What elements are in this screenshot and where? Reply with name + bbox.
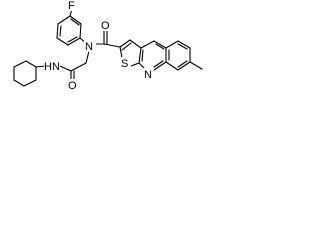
fluorine-label: F: [68, 0, 75, 12]
glycinamide-chain: [59, 62, 87, 81]
atom-labels: F N O O HN S N: [44, 0, 154, 92]
sulfur-label: S: [121, 58, 128, 70]
quinoline-rings: [138, 40, 203, 73]
amine-nh-label: HN: [44, 61, 60, 73]
fluorophenyl-ring: [56, 8, 88, 46]
thiophene-ring: [119, 39, 142, 67]
cyclohexyl-ring: [13, 60, 46, 87]
carbonyl-oxygen-bottom-label: O: [68, 80, 77, 92]
carbonyl-oxygen-top-label: O: [101, 20, 110, 32]
ring-nitrogen-label: N: [144, 69, 152, 81]
structure-drawing: F N O O HN S N: [13, 0, 203, 92]
amide-nitrogen-label: N: [85, 41, 93, 53]
molecule-diagram: F N O O HN S N: [0, 0, 211, 122]
